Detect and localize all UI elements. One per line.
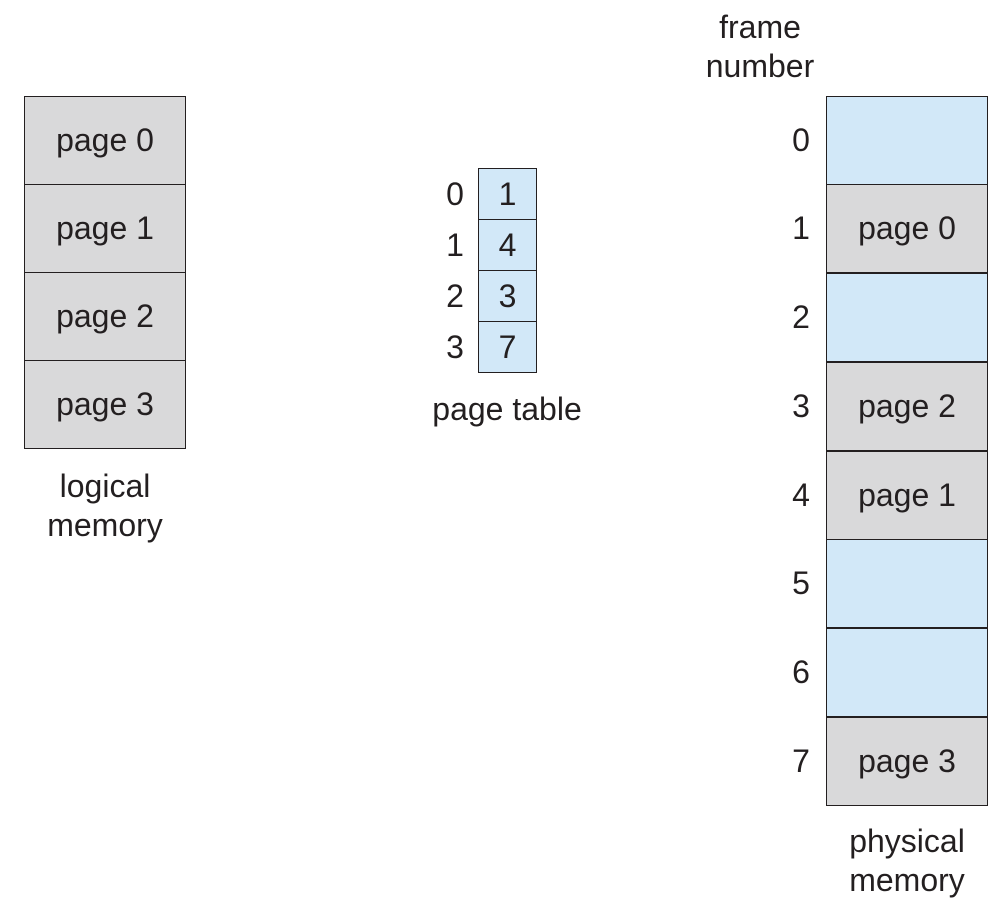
frame-number-7: 7 bbox=[792, 743, 810, 779]
logical-page-0: page 0 bbox=[24, 96, 186, 185]
frame-number-2: 2 bbox=[792, 299, 810, 335]
page-table-index-1: 1 bbox=[446, 227, 464, 263]
page-table-index-0: 0 bbox=[446, 176, 464, 212]
logical-page-1: page 1 bbox=[24, 184, 186, 273]
physical-frame-1: page 0 bbox=[826, 184, 988, 273]
logical-memory-caption-line2: memory bbox=[47, 507, 163, 543]
physical-memory-caption: physical memory bbox=[826, 822, 988, 900]
page-table-index-3: 3 bbox=[446, 329, 464, 365]
physical-frame-4: page 1 bbox=[826, 451, 988, 540]
frame-number-4: 4 bbox=[792, 477, 810, 513]
physical-memory-caption-line1: physical bbox=[849, 823, 965, 859]
frame-number-6: 6 bbox=[792, 654, 810, 690]
frame-number-0: 0 bbox=[792, 122, 810, 158]
page-table-entry-3: 7 bbox=[478, 321, 537, 373]
page-table-entry-2: 3 bbox=[478, 270, 537, 322]
physical-frame-0 bbox=[826, 96, 988, 185]
page-table-entry-1: 4 bbox=[478, 219, 537, 271]
page-table-caption: page table bbox=[432, 391, 582, 427]
logical-page-3: page 3 bbox=[24, 360, 186, 449]
logical-memory-caption-line1: logical bbox=[59, 468, 151, 504]
physical-frame-3: page 2 bbox=[826, 362, 988, 451]
physical-frame-2 bbox=[826, 273, 988, 362]
frame-number-1: 1 bbox=[792, 210, 810, 246]
page-table-index-2: 2 bbox=[446, 278, 464, 314]
physical-memory-caption-line2: memory bbox=[849, 862, 965, 898]
frame-number-5: 5 bbox=[792, 565, 810, 601]
physical-frame-7: page 3 bbox=[826, 717, 988, 806]
logical-memory-caption: logical memory bbox=[24, 467, 186, 545]
frame-number-3: 3 bbox=[792, 388, 810, 424]
frame-number-header: frame number bbox=[690, 8, 830, 86]
frame-number-header-line2: number bbox=[705, 48, 815, 84]
physical-frame-5 bbox=[826, 539, 988, 628]
page-table-entry-0: 1 bbox=[478, 168, 537, 220]
physical-frame-6 bbox=[826, 628, 988, 717]
frame-number-header-line1: frame bbox=[719, 9, 801, 45]
logical-page-2: page 2 bbox=[24, 272, 186, 361]
